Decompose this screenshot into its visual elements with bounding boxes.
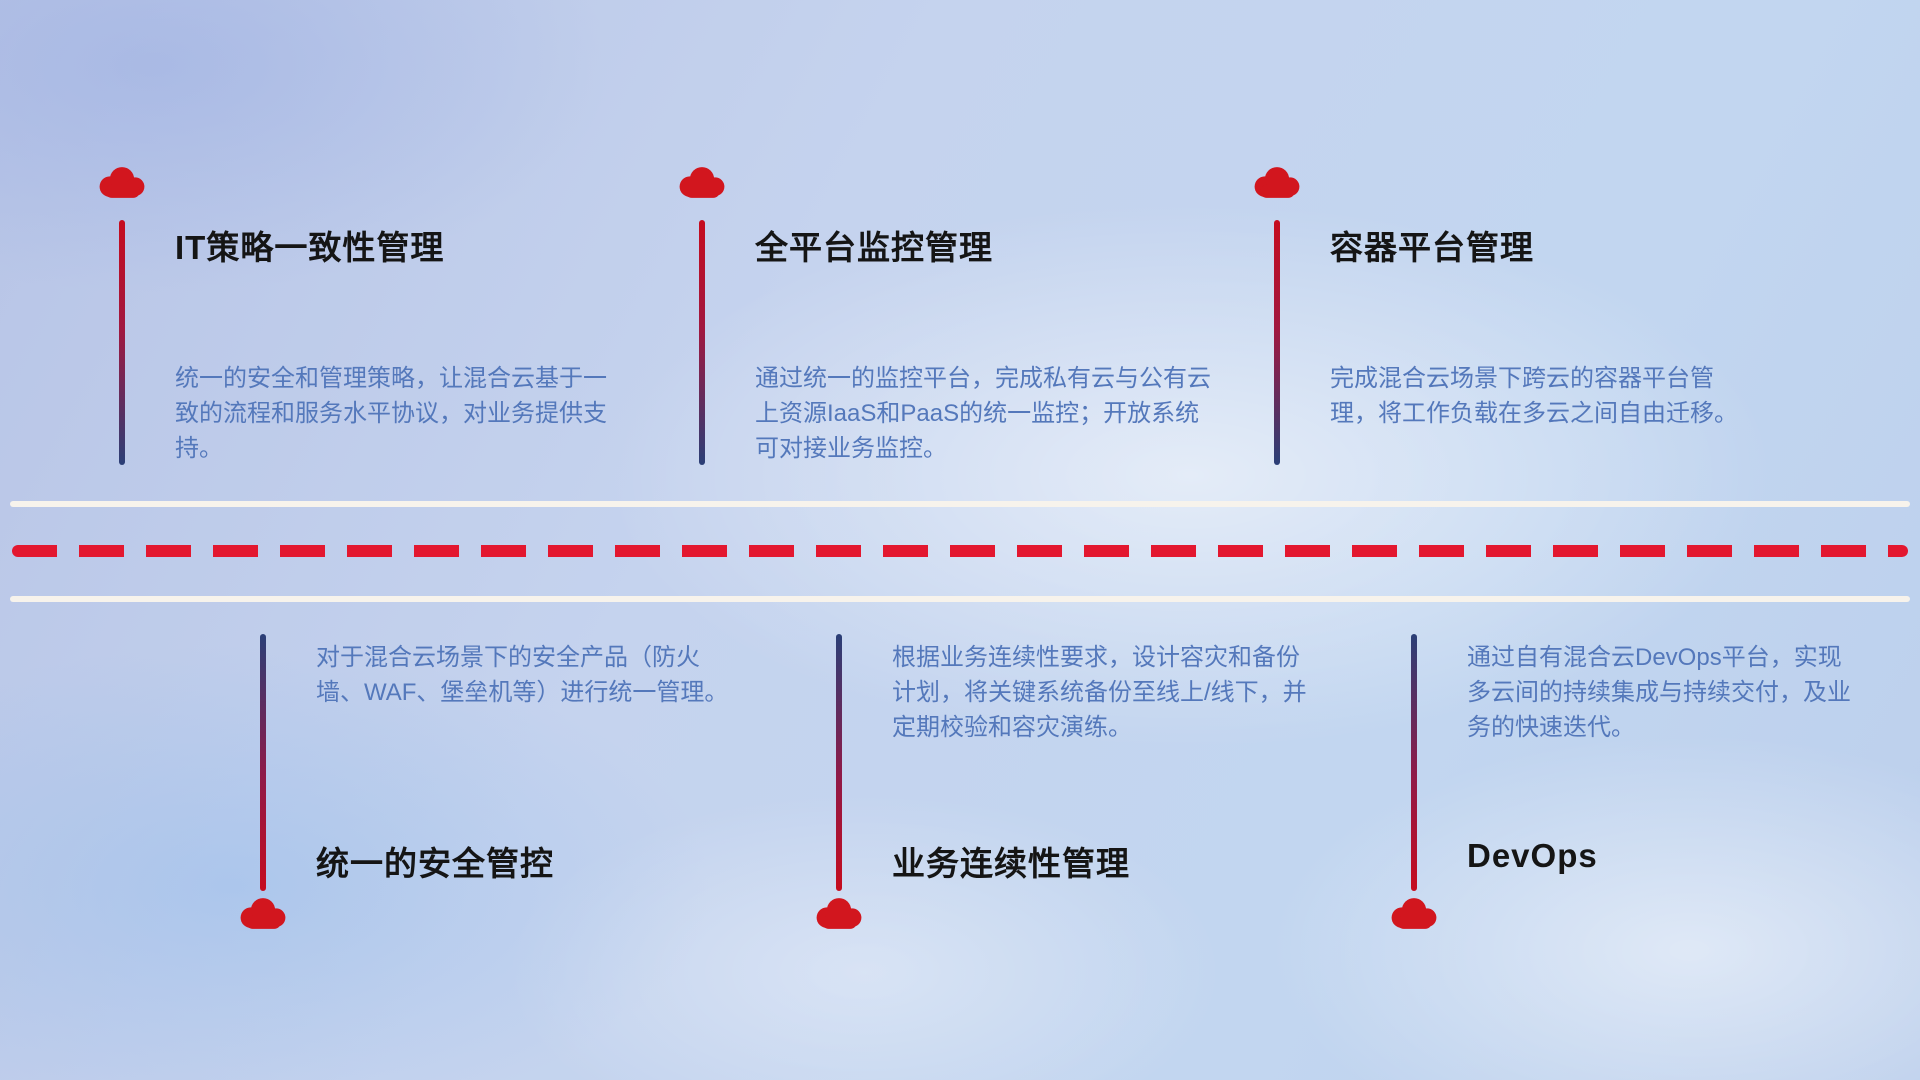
feature-description: 统一的安全和管理策略，让混合云基于一致的流程和服务水平协议，对业务提供支持。	[175, 365, 607, 462]
timeline-connector	[1411, 634, 1417, 891]
feature-description: 通过自有混合云DevOps平台，实现多云间的持续集成与持续交付，及业务的快速迭代…	[1467, 644, 1851, 741]
feature-title: IT策略一致性管理	[175, 229, 445, 266]
timeline-connector	[1274, 220, 1280, 465]
cloud-icon	[240, 898, 286, 929]
feature-description: 对于混合云场景下的安全产品（防火墙、WAF、堡垒机等）进行统一管理。	[316, 644, 729, 706]
feature-description: 根据业务连续性要求，设计容灾和备份计划，将关键系统备份至线上/线下，并定期校验和…	[892, 644, 1307, 741]
feature-title: 全平台监控管理	[755, 229, 993, 266]
feature-description: 通过统一的监控平台，完成私有云与公有云上资源IaaS和PaaS的统一监控；开放系…	[755, 365, 1211, 462]
feature-title: 业务连续性管理	[892, 845, 1130, 882]
timeline-connector	[260, 634, 266, 891]
timeline-connector	[699, 220, 705, 465]
divider-line-top	[10, 501, 1910, 507]
feature-title: 统一的安全管控	[316, 845, 554, 882]
cloud-icon	[816, 898, 862, 929]
dashed-timeline	[12, 545, 1908, 557]
timeline-connector	[836, 634, 842, 891]
feature-title: 容器平台管理	[1330, 229, 1534, 266]
divider-line-bottom	[10, 596, 1910, 602]
cloud-icon	[99, 167, 145, 198]
cloud-icon	[679, 167, 725, 198]
timeline-connector	[119, 220, 125, 465]
cloud-icon	[1391, 898, 1437, 929]
feature-title: DevOps	[1467, 837, 1598, 874]
feature-description: 完成混合云场景下跨云的容器平台管理，将工作负载在多云之间自由迁移。	[1330, 365, 1738, 427]
cloud-icon	[1254, 167, 1300, 198]
